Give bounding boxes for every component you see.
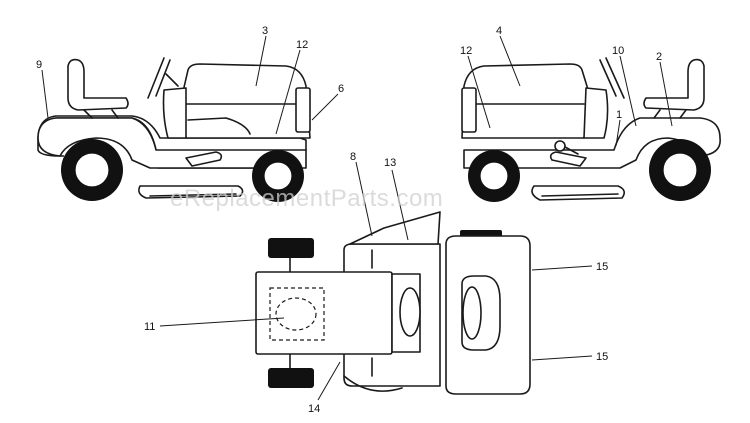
callout-14: 14 bbox=[308, 403, 320, 415]
callout-4: 4 bbox=[496, 25, 502, 37]
right-hood bbox=[461, 63, 591, 139]
callout-6: 6 bbox=[338, 83, 344, 95]
right-seat bbox=[643, 58, 705, 111]
callout-8: 8 bbox=[350, 151, 356, 163]
left-hood bbox=[181, 63, 311, 139]
callout-12-right: 12 bbox=[460, 45, 472, 57]
tractor-top-view bbox=[255, 211, 531, 395]
hood-decal-outline bbox=[269, 287, 325, 341]
watermark: eReplacementParts.com bbox=[170, 185, 443, 212]
callout-9: 9 bbox=[36, 59, 42, 71]
left-seat bbox=[67, 58, 129, 111]
callout-3: 3 bbox=[262, 25, 268, 37]
callout-12-left: 12 bbox=[296, 39, 308, 51]
callout-2: 2 bbox=[656, 51, 662, 63]
discharge-chute bbox=[349, 211, 441, 245]
callout-labels: 9 3 12 6 4 12 10 2 1 8 13 11 14 15 15 bbox=[36, 25, 662, 415]
right-mower-deck bbox=[531, 185, 626, 201]
callout-13: 13 bbox=[384, 157, 396, 169]
tractor-right-view bbox=[461, 57, 721, 202]
callout-1: 1 bbox=[616, 109, 622, 121]
callout-15-lower: 15 bbox=[596, 351, 608, 363]
callout-10: 10 bbox=[612, 45, 624, 57]
leader-lines bbox=[41, 35, 673, 401]
callout-11: 11 bbox=[144, 321, 155, 333]
tractor-left-view bbox=[37, 57, 311, 202]
callout-15-upper: 15 bbox=[596, 261, 608, 273]
